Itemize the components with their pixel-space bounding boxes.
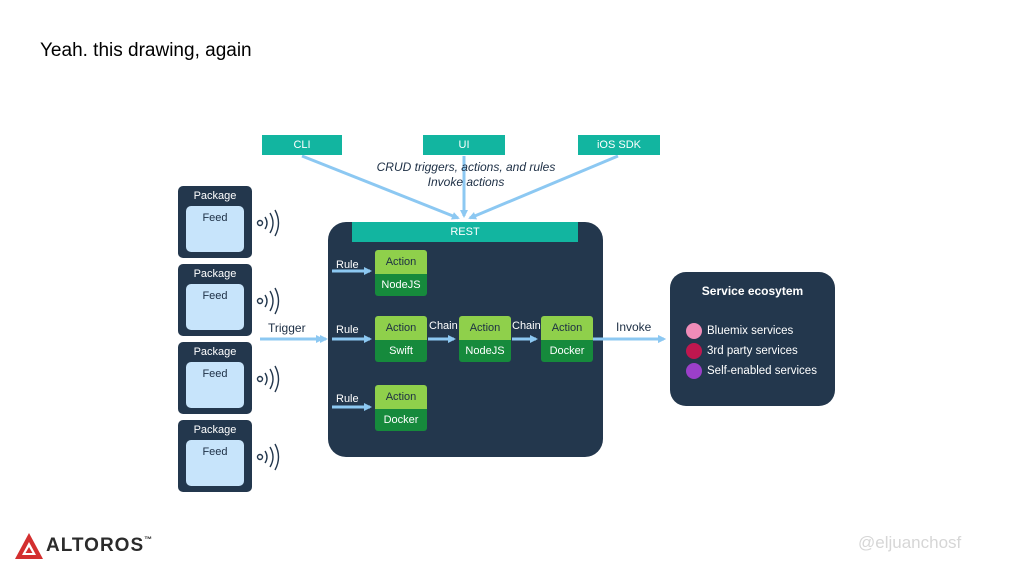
logo-wordmark: ALTOROS: [46, 535, 145, 556]
feed-box: Feed: [186, 284, 244, 330]
rule-label: Rule: [336, 393, 359, 405]
action-label: Action: [541, 316, 593, 340]
ecosystem-title: Service ecosytem: [701, 284, 804, 298]
action-label: Action: [375, 385, 427, 409]
action-docker: Action Docker: [375, 385, 427, 431]
ecosystem-item: Bluemix services: [686, 323, 793, 339]
ios-sdk-box: iOS SDK: [578, 135, 660, 155]
trigger-label: Trigger: [268, 321, 306, 335]
ecosystem-item-label: Self-enabled services: [707, 365, 817, 378]
ui-box: UI: [423, 135, 505, 155]
trademark-symbol: ™: [144, 535, 154, 544]
package-box: Package Feed: [178, 264, 252, 336]
package-label: Package: [193, 424, 237, 436]
package-box: Package Feed: [178, 420, 252, 492]
action-nodejs: Action NodeJS: [375, 250, 427, 296]
arrow-ios-rest: [468, 154, 619, 220]
action-swift: Action Swift: [375, 316, 427, 362]
action-runtime: NodeJS: [375, 274, 427, 296]
purple-dot-icon: [686, 363, 702, 379]
rule-label: Rule: [336, 259, 359, 271]
crud-note: CRUD triggers, actions, and rules Invoke…: [352, 160, 580, 190]
action-label: Action: [375, 316, 427, 340]
signal-icon: [256, 209, 280, 237]
action-runtime: Docker: [541, 340, 593, 362]
feed-box: Feed: [186, 362, 244, 408]
action-nodejs-chained: Action NodeJS: [459, 316, 511, 362]
pink-dot-icon: [686, 323, 702, 339]
package-label: Package: [193, 190, 237, 202]
chain-label: Chain: [512, 320, 541, 332]
feed-box: Feed: [186, 206, 244, 252]
crud-note-line2: Invoke actions: [427, 175, 505, 189]
signal-icon: [256, 365, 280, 393]
cli-box: CLI: [262, 135, 342, 155]
signal-icon: [256, 443, 280, 471]
feed-box: Feed: [186, 440, 244, 486]
action-runtime: NodeJS: [459, 340, 511, 362]
action-runtime: Swift: [375, 340, 427, 362]
twitter-handle: @eljuanchosf: [858, 533, 962, 552]
package-box: Package Feed: [178, 186, 252, 258]
package-box: Package Feed: [178, 342, 252, 414]
action-label: Action: [375, 250, 427, 274]
ecosystem-item-label: 3rd party services: [707, 345, 798, 358]
arrow-cli-rest: [301, 154, 460, 220]
logo-text: ALTOROS™: [46, 535, 153, 557]
crud-note-line1: CRUD triggers, actions, and rules: [376, 160, 556, 174]
service-ecosystem-panel: Service ecosytem Bluemix services 3rd pa…: [670, 272, 835, 406]
action-runtime: Docker: [375, 409, 427, 431]
rule-label: Rule: [336, 324, 359, 336]
package-label: Package: [193, 346, 237, 358]
action-label: Action: [459, 316, 511, 340]
invoke-label: Invoke: [616, 320, 652, 334]
chain-label: Chain: [429, 320, 458, 332]
crimson-dot-icon: [686, 343, 702, 359]
action-docker-chained: Action Docker: [541, 316, 593, 362]
signal-icon: [256, 287, 280, 315]
ecosystem-item: 3rd party services: [686, 343, 798, 359]
ecosystem-item-label: Bluemix services: [707, 325, 794, 338]
altoros-logo-icon: [15, 533, 43, 559]
rest-bar: REST: [352, 222, 578, 242]
package-label: Package: [193, 268, 237, 280]
slide-title: Yeah. this drawing, again: [40, 40, 252, 61]
ecosystem-item: Self-enabled services: [686, 363, 817, 379]
